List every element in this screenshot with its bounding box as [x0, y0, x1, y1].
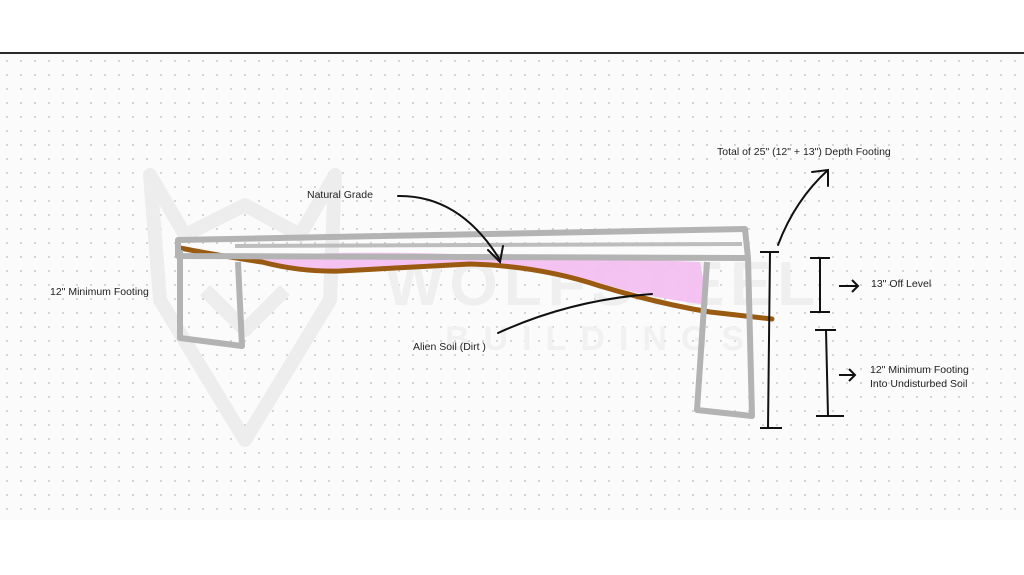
min-footing-right-label-1: 12" Minimum Footing — [870, 364, 969, 376]
alien-soil-fill — [240, 252, 708, 305]
total-depth-bracket — [760, 251, 782, 429]
slab-inner-line — [234, 242, 743, 248]
min-footing-arrow — [839, 368, 857, 382]
total-depth-label: Total of 25" (12" + 13") Depth Footing — [717, 146, 891, 158]
watermark-word-2: BUILDINGS — [445, 320, 758, 358]
top-rule — [0, 52, 1024, 54]
dot-grid-board — [0, 54, 1024, 520]
min-footing-right-label-2: Into Undisturbed Soil — [870, 378, 968, 390]
total-depth-arrow — [777, 168, 829, 246]
min-footing-left-label: 12" Minimum Footing — [50, 286, 149, 298]
natural-grade-label: Natural Grade — [307, 189, 373, 201]
natural-grade-line — [177, 245, 775, 322]
left-footing — [177, 250, 245, 349]
off-level-label: 13" Off Level — [871, 278, 932, 290]
right-footing — [694, 257, 755, 419]
min-footing-bracket — [815, 329, 844, 417]
alien-soil-pointer — [497, 293, 653, 334]
off-level-arrow — [839, 279, 860, 293]
natural-grade-arrow — [397, 194, 504, 265]
alien-soil-label: Alien Soil (Dirt ) — [413, 341, 486, 353]
watermark-logo — [143, 168, 342, 447]
off-level-bracket — [810, 257, 830, 313]
